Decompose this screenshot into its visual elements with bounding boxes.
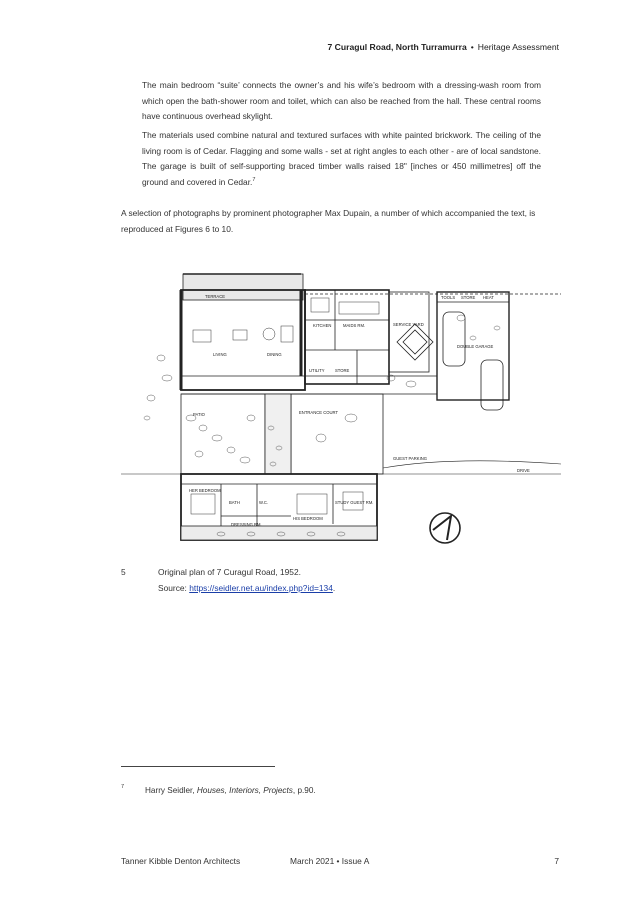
label-bath: BATH xyxy=(229,500,240,505)
label-dining: DINING xyxy=(267,352,282,357)
page-number: 7 xyxy=(554,856,559,866)
header-bullet: • xyxy=(470,42,474,52)
floor-plan-drawing: TERRACE KITCHEN MAIDS RM. SERVICE YARD T… xyxy=(121,273,562,544)
label-wc: W.C. xyxy=(259,500,268,505)
label-double-garage: DOUBLE GARAGE xyxy=(457,344,494,349)
header-title: 7 Curagul Road, North Turramurra xyxy=(327,42,467,52)
footnote-author: Harry Seidler, xyxy=(145,786,197,795)
label-heat: HEAT xyxy=(483,295,494,300)
label-maids-rm: MAIDS RM. xyxy=(343,323,365,328)
footnote-divider xyxy=(121,766,275,767)
footnote-marker: 7 xyxy=(121,784,125,790)
footer-firm: Tanner Kibble Denton Architects xyxy=(121,856,241,866)
caption-source-end: . xyxy=(332,582,336,593)
flagstone-pattern xyxy=(143,314,501,537)
quote-paragraph-2-text: The materials used combine natural and t… xyxy=(142,130,541,187)
label-kitchen: KITCHEN xyxy=(313,323,331,328)
label-store-2: STORE xyxy=(335,368,350,373)
label-tools: TOOLS xyxy=(441,295,455,300)
footnote-ref[interactable]: 7 xyxy=(252,176,256,183)
caption-text: Original plan of 7 Curagul Road, 1952. S… xyxy=(158,565,335,596)
body-paragraph: A selection of photographs by prominent … xyxy=(121,208,536,234)
label-utility: UTILITY xyxy=(309,368,325,373)
source-link[interactable]: https://seidler.net.au/index.php?id=134 xyxy=(189,582,333,593)
label-guest-parking: GUEST PARKING xyxy=(393,456,427,461)
caption-line-1: Original plan of 7 Curagul Road, 1952. xyxy=(158,567,301,577)
label-service-yard: SERVICE YARD xyxy=(393,322,424,327)
running-header: 7 Curagul Road, North Turramurra•Heritag… xyxy=(328,42,560,52)
label-living: LIVING xyxy=(213,352,227,357)
footnote-text: Harry Seidler, Houses, Interiors, Projec… xyxy=(145,786,316,795)
label-entrance-court: ENTRANCE COURT xyxy=(299,410,338,415)
footnote-title: Houses, Interiors, Projects xyxy=(196,786,293,795)
quote-paragraph-1: The main bedroom “suite’ connects the ow… xyxy=(142,80,541,122)
footer-date-issue: March 2021 • Issue A xyxy=(290,856,370,866)
label-her-bedroom: HER BEDROOM xyxy=(189,488,221,493)
label-dressing-rm: DRESSING RM. xyxy=(231,522,262,527)
footnote-pages: , p.90. xyxy=(292,786,316,795)
header-subtitle: Heritage Assessment xyxy=(477,42,559,52)
caption-source: Source: https://seidler.net.au/index.php… xyxy=(158,581,335,597)
caption-source-label: Source: xyxy=(158,582,190,593)
figure-number: 5 xyxy=(121,567,126,577)
quote-paragraph-2: The materials used combine natural and t… xyxy=(142,128,541,190)
label-study-guest-rm: STUDY GUEST RM. xyxy=(335,500,373,505)
label-terrace: TERRACE xyxy=(205,294,225,299)
floor-plan-figure: TERRACE KITCHEN MAIDS RM. SERVICE YARD T… xyxy=(121,268,562,558)
label-his-bedroom: HIS BEDROOM xyxy=(293,516,323,521)
label-store: STORE xyxy=(461,295,476,300)
label-drive: DRIVE xyxy=(517,468,530,473)
label-patio: PATIO xyxy=(193,412,206,417)
